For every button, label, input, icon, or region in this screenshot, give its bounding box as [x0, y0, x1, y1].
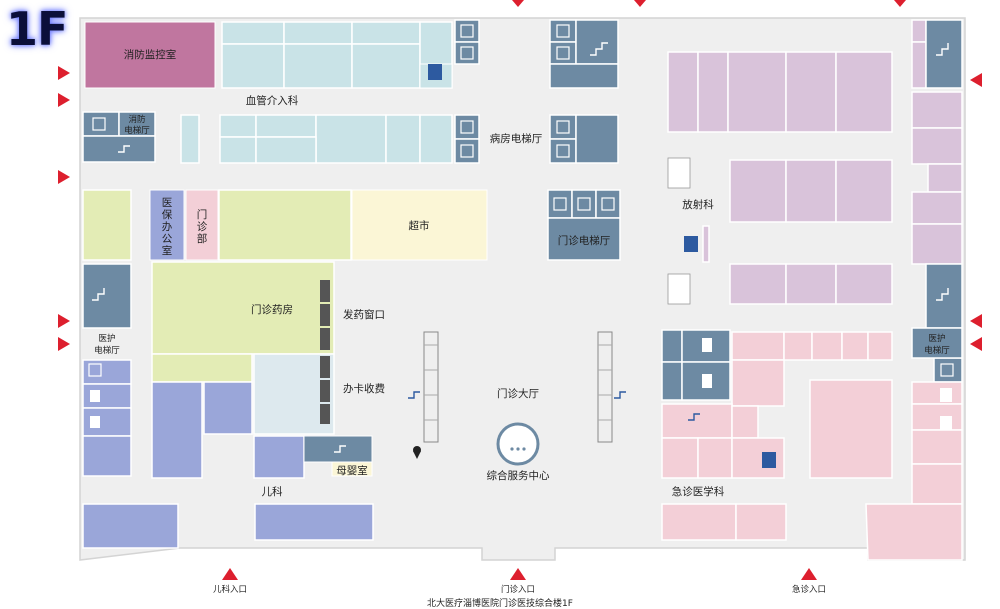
svg-text:保: 保: [162, 208, 173, 221]
left-elevator[interactable]: [82, 263, 132, 329]
waiting-seats: [667, 157, 691, 305]
label-lobby: 门诊大厅: [497, 387, 539, 400]
emergency-rooms: [661, 331, 963, 561]
vascular-rooms: [180, 21, 453, 164]
label-medical-elevator-2: 电梯厅: [94, 345, 120, 356]
fire-control-room[interactable]: [84, 21, 216, 89]
svg-text:室: 室: [162, 244, 173, 257]
green-rooms: [82, 189, 352, 383]
label-ward-elevator: 病房电梯厅: [490, 132, 543, 145]
label-radiology: 放射科: [682, 198, 714, 211]
svg-text:部: 部: [197, 232, 208, 245]
restroom-icon: [90, 64, 952, 468]
service-center-icon[interactable]: [496, 422, 540, 466]
label-fire-control: 消防监控室: [124, 48, 177, 61]
outpatient-dept[interactable]: [185, 189, 219, 261]
label-vascular: 血管介入科: [246, 94, 299, 107]
label-card-payment: 办卡收费: [343, 382, 385, 395]
dispensing-counters: [320, 280, 330, 424]
label-fire-elevator-1: 消防: [128, 114, 146, 125]
svg-text:医: 医: [162, 197, 173, 209]
supermarket[interactable]: [351, 189, 488, 261]
location-pin-icon: [413, 446, 421, 459]
label-emergency: 急诊医学科: [672, 485, 725, 498]
label-supermarket: 超市: [409, 219, 430, 232]
elevator-icon: [88, 24, 954, 377]
entrance-pediatrics[interactable]: 儿科入口: [213, 584, 247, 595]
label-medical-elevator-r2: 电梯厅: [924, 345, 950, 356]
emergency-elevators[interactable]: [661, 327, 963, 401]
nursing-room[interactable]: [303, 435, 373, 463]
entrance-outpatient[interactable]: 门诊入口: [501, 584, 535, 595]
stairs-icon: [92, 42, 949, 453]
right-elevators[interactable]: [925, 19, 963, 383]
svg-text:公: 公: [162, 233, 173, 245]
label-fire-elevator-2: 电梯厅: [124, 125, 150, 136]
insurance-office[interactable]: [149, 189, 185, 261]
entrance-emergency[interactable]: 急诊入口: [792, 584, 826, 595]
svg-text:门: 门: [197, 208, 208, 221]
label-nursing-room: 母婴室: [336, 464, 368, 477]
escalators: [423, 331, 613, 443]
entrance-arrows: [58, 0, 982, 580]
label-pharmacy: 门诊药房: [251, 303, 293, 316]
map-caption: 北大医疗淄博医院门诊医技综合楼1F: [427, 599, 573, 609]
label-medical-elevator-r1: 医护: [928, 333, 945, 344]
label-service-center: 综合服务中心: [487, 469, 550, 482]
svg-text:诊: 诊: [197, 220, 208, 233]
label-medical-elevator-1: 医护: [98, 333, 115, 344]
label-dispensing: 发药窗口: [343, 308, 385, 321]
svg-text:办: 办: [162, 220, 173, 233]
radiology-rooms: [667, 19, 963, 305]
label-insurance-office: 医 保 办 公 室: [162, 197, 173, 257]
label-pediatrics: 儿科: [262, 485, 283, 498]
label-outpatient-dept: 门 诊 部: [197, 208, 208, 245]
label-outpatient-elevator: 门诊电梯厅: [558, 234, 611, 247]
floor-label: 1F: [6, 2, 68, 56]
